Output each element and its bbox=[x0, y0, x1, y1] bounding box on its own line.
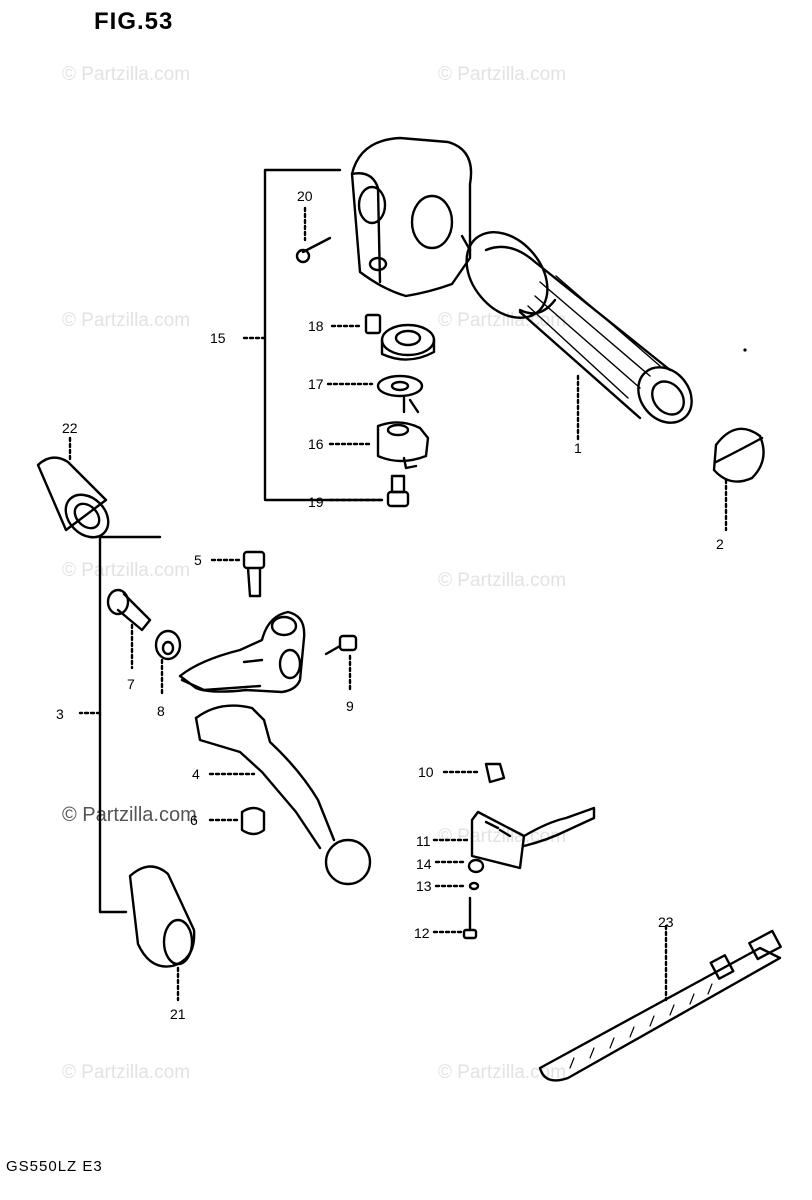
callout-14: 14 bbox=[416, 856, 432, 872]
watermark: © Partzilla.com bbox=[62, 310, 191, 331]
watermark: © Partzilla.com bbox=[438, 570, 567, 591]
callout-9: 9 bbox=[346, 698, 354, 714]
callout-21: 21 bbox=[170, 1006, 186, 1022]
callout-3: 3 bbox=[56, 706, 64, 722]
screw-10 bbox=[442, 762, 506, 784]
callout-16: 16 bbox=[308, 436, 324, 452]
bolt-5 bbox=[210, 550, 266, 598]
callout-22: 22 bbox=[62, 420, 78, 436]
callout-23: 23 bbox=[658, 914, 674, 930]
watermark: © Partzilla.com bbox=[62, 64, 191, 85]
part-16 bbox=[328, 421, 430, 470]
callout-2: 2 bbox=[716, 536, 724, 552]
boot-22 bbox=[36, 436, 110, 539]
washer-8 bbox=[154, 629, 182, 698]
washer-17 bbox=[326, 374, 424, 414]
callout-10: 10 bbox=[418, 764, 434, 780]
lever-holder bbox=[178, 610, 306, 694]
switch-11 bbox=[432, 806, 596, 870]
stray-dot bbox=[743, 348, 747, 352]
watermark-dark: © Partzilla.com bbox=[62, 804, 197, 826]
part-13 bbox=[434, 881, 480, 891]
grip-1 bbox=[465, 231, 693, 442]
watermark: © Partzilla.com bbox=[438, 1062, 567, 1083]
lever-4 bbox=[194, 704, 372, 886]
screw-12 bbox=[432, 896, 478, 940]
callout-5: 5 bbox=[194, 552, 202, 568]
nut-6 bbox=[208, 806, 266, 836]
callout-19: 19 bbox=[308, 494, 324, 510]
bracket-3 bbox=[78, 535, 162, 914]
bolt-7 bbox=[106, 588, 152, 670]
callout-12: 12 bbox=[414, 925, 430, 941]
callout-6: 6 bbox=[190, 812, 198, 828]
figure-title: FIG.53 bbox=[94, 8, 174, 35]
cable-tie-23 bbox=[538, 924, 782, 1082]
part-18 bbox=[330, 313, 436, 361]
callout-4: 4 bbox=[192, 766, 200, 782]
screw-20 bbox=[295, 206, 332, 264]
bracket-15 bbox=[242, 168, 384, 502]
switch-housing bbox=[350, 136, 473, 298]
callout-13: 13 bbox=[416, 878, 432, 894]
end-cap-2 bbox=[712, 427, 765, 532]
watermark: © Partzilla.com bbox=[62, 560, 191, 581]
callout-17: 17 bbox=[308, 376, 324, 392]
model-code: GS550LZ E3 bbox=[6, 1158, 103, 1175]
callout-15: 15 bbox=[210, 330, 226, 346]
watermark: © Partzilla.com bbox=[438, 64, 567, 85]
part-14 bbox=[434, 858, 485, 874]
callout-8: 8 bbox=[157, 703, 165, 719]
callout-11: 11 bbox=[416, 833, 431, 849]
watermark: © Partzilla.com bbox=[62, 1062, 191, 1083]
screw-9 bbox=[324, 634, 358, 692]
screw-19 bbox=[328, 474, 410, 508]
callout-1: 1 bbox=[574, 440, 582, 456]
callout-20: 20 bbox=[297, 188, 313, 204]
callout-18: 18 bbox=[308, 318, 324, 334]
cover-21 bbox=[128, 865, 196, 1002]
callout-7: 7 bbox=[127, 676, 135, 692]
